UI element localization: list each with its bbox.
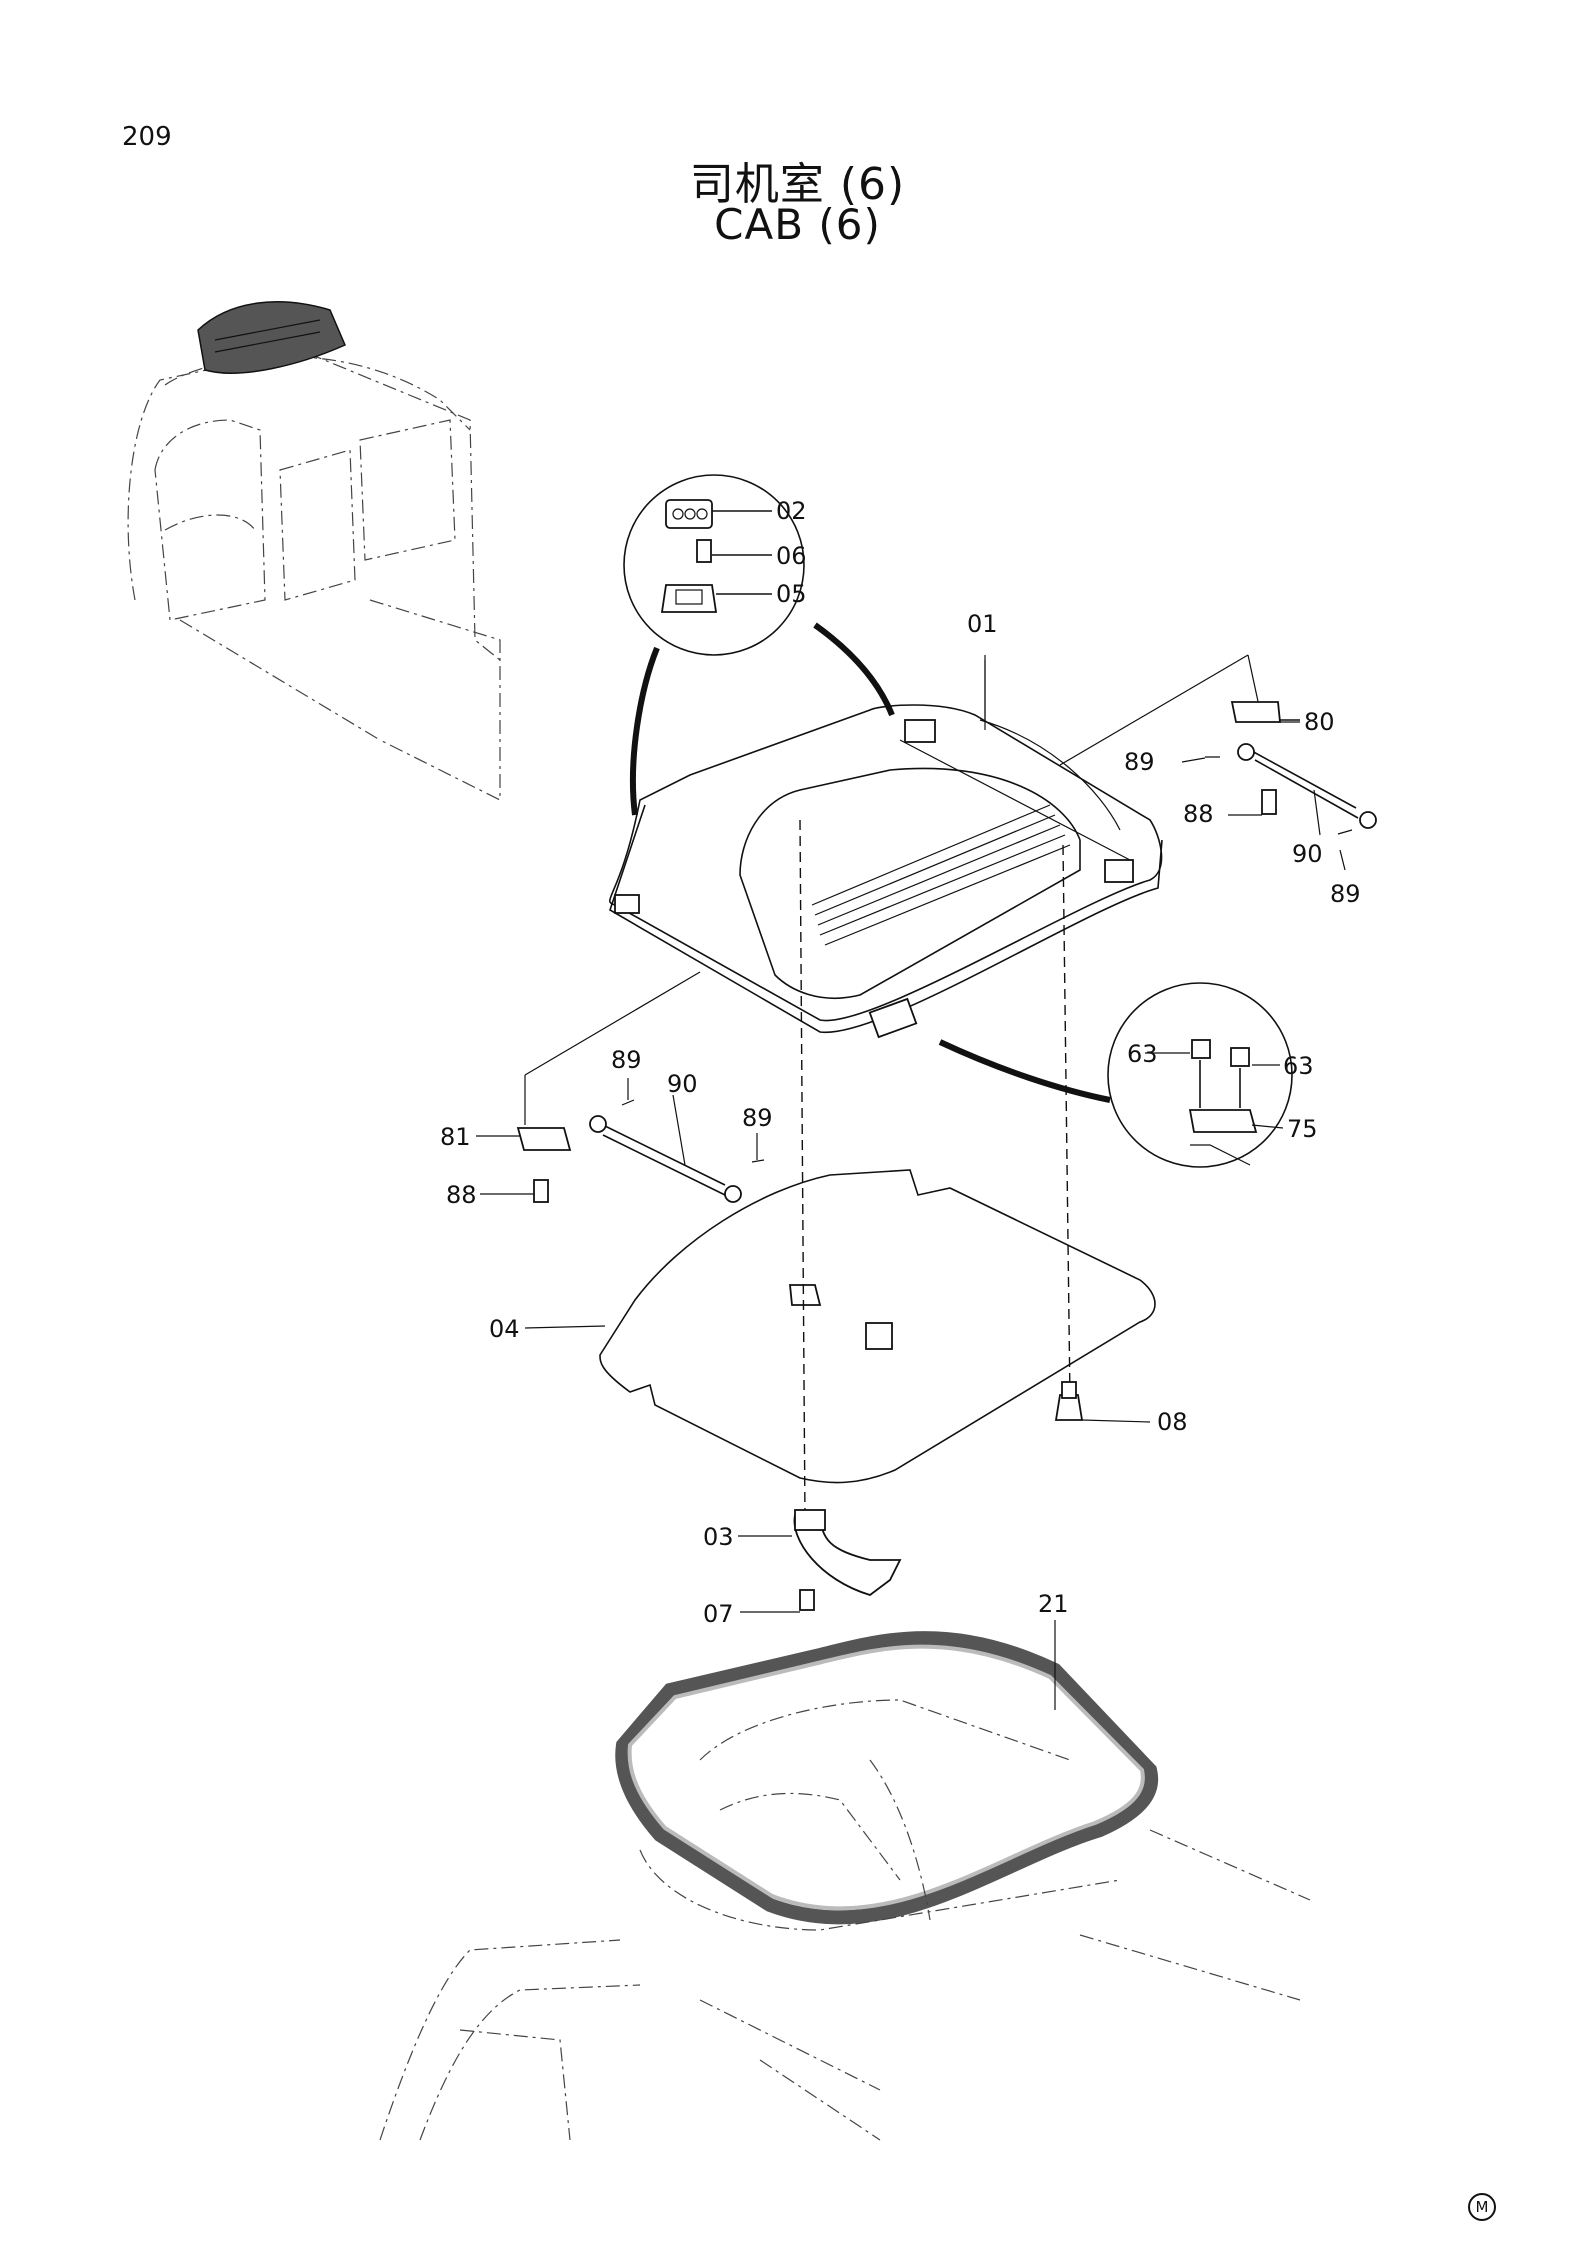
callout-81: 81 bbox=[440, 1123, 471, 1151]
lower-hardware bbox=[793, 1381, 1084, 1611]
cab-overview-illustration bbox=[127, 301, 501, 801]
callout-labels: 02 06 05 01 80 89 88 90 89 63 63 75 89 9… bbox=[440, 497, 1361, 1628]
callout-89-right-upper: 89 bbox=[1124, 748, 1155, 776]
leader-lines bbox=[476, 655, 1346, 1710]
detail-circle-hinge bbox=[938, 982, 1293, 1168]
callout-06: 06 bbox=[776, 542, 807, 570]
callout-90-left: 90 bbox=[667, 1070, 698, 1098]
callout-90-right: 90 bbox=[1292, 840, 1323, 868]
callout-80: 80 bbox=[1304, 708, 1335, 736]
callout-01: 01 bbox=[967, 610, 998, 638]
callout-08: 08 bbox=[1157, 1408, 1188, 1436]
title-chinese: 司机室 (6) bbox=[689, 159, 906, 210]
explode-guides bbox=[799, 819, 1071, 1521]
seal-and-roof-opening bbox=[379, 1631, 1311, 2141]
callout-63-left: 63 bbox=[1127, 1040, 1158, 1068]
right-gas-strut bbox=[1059, 654, 1377, 835]
callout-89-right-lower: 89 bbox=[1330, 880, 1361, 908]
callout-02: 02 bbox=[776, 497, 807, 525]
page-number: 209 bbox=[122, 122, 172, 152]
roof-hatch-frame bbox=[608, 660, 1163, 1039]
callout-63-right: 63 bbox=[1283, 1052, 1314, 1080]
callout-07: 07 bbox=[703, 1600, 734, 1628]
callout-05: 05 bbox=[776, 580, 807, 608]
callout-88-right: 88 bbox=[1183, 800, 1214, 828]
detail-circle-lock bbox=[623, 474, 895, 816]
callout-21: 21 bbox=[1038, 1590, 1069, 1618]
callout-75: 75 bbox=[1287, 1115, 1318, 1143]
callout-89-left-lower: 89 bbox=[742, 1104, 773, 1132]
inner-trim-panel bbox=[599, 1169, 1156, 1484]
callout-03: 03 bbox=[703, 1523, 734, 1551]
callout-88-left: 88 bbox=[446, 1181, 477, 1209]
callout-89-left-upper: 89 bbox=[611, 1046, 642, 1074]
callout-04: 04 bbox=[489, 1315, 520, 1343]
left-gas-strut bbox=[516, 971, 765, 1203]
manufacturer-mark: M bbox=[1468, 2193, 1496, 2221]
title-english: CAB (6) bbox=[714, 200, 881, 249]
